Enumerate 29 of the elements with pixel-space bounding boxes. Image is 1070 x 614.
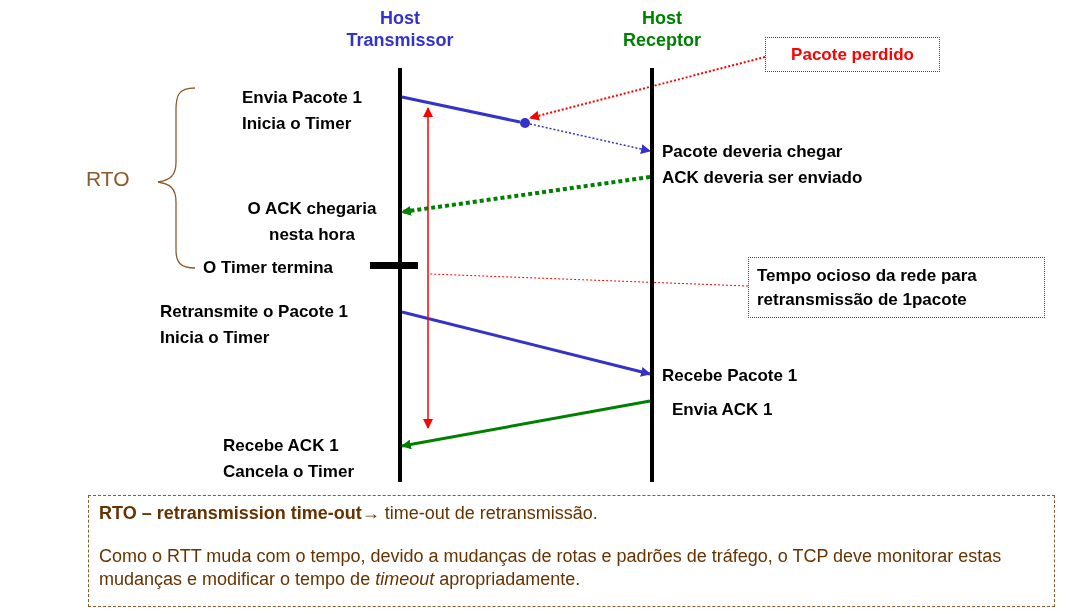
lost-packet-dot xyxy=(520,118,530,128)
event-label: O ACK chegaria nesta hora xyxy=(246,198,378,246)
note-text: RTO – retransmission time-out→ time-out de retransmissão. xyxy=(99,502,599,525)
arrow xyxy=(529,123,651,154)
arrow xyxy=(401,175,651,216)
lifeline xyxy=(398,68,402,482)
event-label: Pacote deveria chegar xyxy=(662,142,843,162)
note-text: Como o RTT muda com o tempo, devido a mudanças de rotas e padrões de tráfego, o TCP deve monitorar estas mudanças e modificar o tempo de timeout apropriadamente. xyxy=(99,545,1003,591)
event-label: O Timer termina xyxy=(203,258,334,278)
lifeline xyxy=(650,68,654,482)
callout-box: Pacote perdido xyxy=(765,37,940,72)
event-label: Recebe Pacote 1 xyxy=(662,366,798,386)
callout-box: Tempo ocioso da rede para retransmissão de 1pacote xyxy=(748,257,1045,318)
event-label: Inicia o Timer xyxy=(242,114,352,134)
event-label: Recebe ACK 1 xyxy=(223,436,339,456)
event-label: Envia Pacote 1 xyxy=(242,88,362,108)
leader-line xyxy=(429,273,749,287)
brace-label: RTO xyxy=(86,166,130,192)
event-label: Retransmite o Pacote 1 xyxy=(160,302,348,322)
note-box xyxy=(88,495,1055,607)
event-label: Cancela o Timer xyxy=(223,462,355,482)
event-label: Inicia o Timer xyxy=(160,328,270,348)
lifeline-header: Host Receptor xyxy=(622,7,702,51)
leader-line xyxy=(529,56,766,121)
event-label: ACK deveria ser enviado xyxy=(662,168,863,188)
lifeline-header: Host Transmissor xyxy=(345,7,455,51)
arrow xyxy=(401,310,651,377)
event-label: Envia ACK 1 xyxy=(672,400,773,420)
arrow xyxy=(401,399,651,450)
